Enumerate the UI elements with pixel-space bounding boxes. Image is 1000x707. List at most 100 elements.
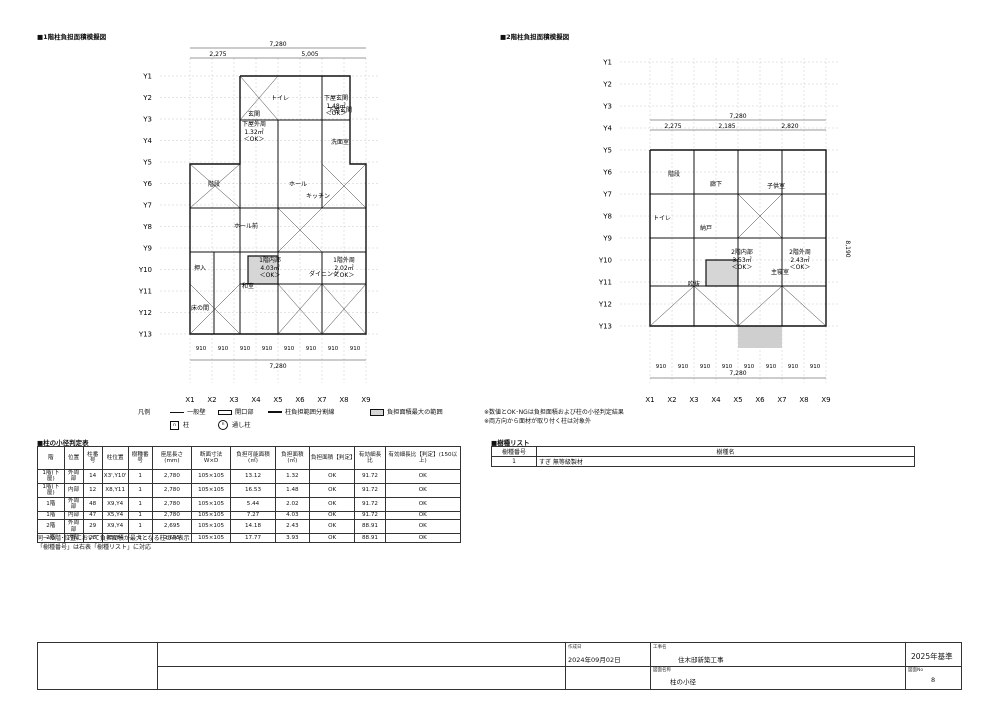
plan1-area-c-value: 4.03㎡ bbox=[260, 264, 279, 272]
legend-notes: ※数値とOK･NGは負担面積および柱の小径判定結果 ※両方向から面材が取り付く柱… bbox=[484, 408, 624, 426]
col-label: X3 bbox=[229, 396, 238, 404]
legend-note-2: ※両方向から面材が取り付く柱は対象外 bbox=[484, 418, 592, 425]
row-label: Y1 bbox=[602, 59, 612, 67]
plan2-hatch bbox=[738, 326, 782, 348]
plan2-dim-side: 8,190 bbox=[844, 240, 851, 257]
pillar-note-2: 「樹種番号」は右表「樹種リスト」に対応 bbox=[37, 544, 152, 551]
plan1-title: ■1階柱負担面積模擬図 bbox=[37, 33, 107, 41]
module-dim: 910 bbox=[350, 346, 361, 352]
module-dim: 910 bbox=[656, 364, 667, 370]
legend-opening: 開口部 bbox=[218, 407, 254, 416]
number-value: 8 bbox=[931, 676, 936, 684]
legend-boundary: 柱負担範囲分割線 bbox=[268, 407, 335, 416]
pillar-col-header: 負担可能面積(㎡) bbox=[230, 446, 276, 470]
plan1-dim-total: 7,280 bbox=[269, 41, 286, 48]
row-label: Y5 bbox=[602, 147, 612, 155]
room-label: 吹抜 bbox=[688, 280, 700, 288]
project-label: 工事名 bbox=[653, 645, 667, 650]
room-label: 洗面室 bbox=[331, 138, 349, 146]
species-col-number: 樹種番号 bbox=[491, 446, 537, 457]
plan2-dim-c: 2,820 bbox=[781, 123, 798, 130]
col-label: X3 bbox=[689, 396, 698, 404]
room-label: ダイニング bbox=[309, 270, 339, 278]
table-row: 1 すぎ 無等級製材 bbox=[491, 456, 915, 467]
room-label: キッチン bbox=[306, 193, 330, 200]
plan1-walls bbox=[190, 76, 366, 334]
room-label: ホール bbox=[289, 181, 307, 188]
col-label: X5 bbox=[273, 396, 282, 404]
module-dim: 910 bbox=[766, 364, 777, 370]
project-value: 住木邸新築工事 bbox=[678, 656, 724, 664]
plan2-area-a-value: 3.53㎡ bbox=[732, 256, 751, 264]
plan2-area-b-label: 2階外周 bbox=[789, 248, 811, 256]
room-label: 主寝室 bbox=[771, 268, 789, 276]
row-label: Y11 bbox=[138, 288, 152, 296]
col-label: X8 bbox=[799, 396, 808, 404]
plan2-dim-bottom: 7,280 bbox=[729, 370, 746, 377]
room-label: 和室 bbox=[242, 282, 254, 290]
col-label: X1 bbox=[645, 396, 654, 404]
plan2-area-a-label: 2階内部 bbox=[731, 248, 753, 256]
plan1-area-b-label: 下屋玄関 bbox=[324, 94, 348, 102]
plan2-area-b-result: ＜OK＞ bbox=[790, 264, 811, 271]
row-label: Y7 bbox=[142, 202, 152, 210]
row-label: Y2 bbox=[142, 94, 152, 102]
species-col-name: 樹種名 bbox=[536, 446, 915, 457]
col-label: X6 bbox=[295, 396, 305, 404]
row-label: Y13 bbox=[598, 323, 612, 331]
col-label: X9 bbox=[361, 396, 370, 404]
legend-wall: 一般壁 bbox=[170, 407, 206, 416]
plan1-boundaries bbox=[189, 75, 367, 335]
plan1-area-b-result: ＜OK＞ bbox=[326, 110, 347, 117]
drawing-value: 柱の小径 bbox=[670, 678, 696, 686]
pillar-col-header: 断面寸法W×D bbox=[190, 446, 232, 470]
module-dim: 910 bbox=[218, 346, 229, 352]
pillar-col-header: 階 bbox=[37, 446, 65, 470]
room-label: 下屋玄関 bbox=[328, 106, 352, 114]
plan2-dim-total: 7,280 bbox=[729, 113, 746, 120]
plan1-area-d-label: 1階外周 bbox=[333, 256, 355, 264]
room-label: 納戸 bbox=[700, 224, 712, 232]
date-label: 作成日 bbox=[568, 645, 582, 650]
plan2-boundaries bbox=[649, 193, 827, 327]
number-label: 図面No bbox=[908, 668, 924, 673]
pillar-col-header: 有効細長比 bbox=[354, 446, 386, 470]
plan2-dim-a: 2,275 bbox=[664, 123, 681, 130]
module-dim: 910 bbox=[262, 346, 273, 352]
pillar-table-title: ■柱の小径判定表 bbox=[37, 439, 89, 447]
standard-value: 2025年基準 bbox=[911, 652, 953, 661]
col-label: X5 bbox=[733, 396, 742, 404]
room-label: 子供室 bbox=[767, 182, 785, 190]
row-label: Y13 bbox=[138, 331, 152, 339]
legend-title: 凡例 bbox=[138, 409, 151, 416]
pillar-table-notes: 同一の階･位置において負担面積が最大となる柱のみ表示 「樹種番号」は右表「樹種リ… bbox=[37, 534, 190, 552]
species-table: 樹種番号 樹種名 1 すぎ 無等級製材 bbox=[491, 446, 915, 467]
row-label: Y6 bbox=[602, 169, 612, 177]
room-label: トイレ bbox=[271, 95, 289, 102]
col-label: X2 bbox=[207, 396, 216, 404]
room-label: 玄関 bbox=[248, 110, 260, 118]
row-label: Y9 bbox=[142, 245, 152, 253]
row-label: Y5 bbox=[142, 159, 152, 167]
plan2-dim-b: 2,185 bbox=[718, 123, 735, 130]
module-dim: 910 bbox=[810, 364, 821, 370]
row-label: Y9 bbox=[602, 235, 612, 243]
pillar-col-header: 柱位置 bbox=[101, 446, 129, 470]
legend-max-range: 負担面積最大の範囲 bbox=[370, 407, 443, 416]
row-label: Y4 bbox=[602, 125, 612, 133]
module-dim: 910 bbox=[196, 346, 207, 352]
